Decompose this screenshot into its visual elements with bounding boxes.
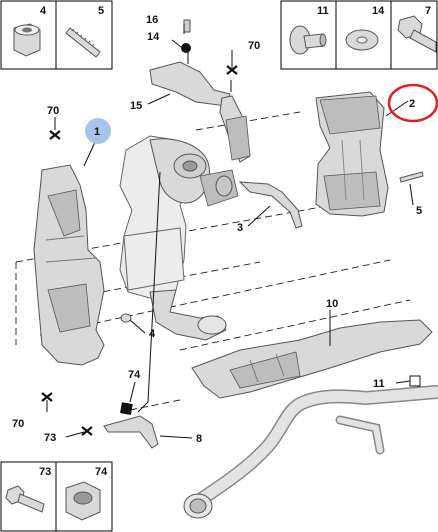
callout-bubble-1 [85,118,111,144]
screw-16-detail [183,19,191,33]
bracket-part-8 [103,415,159,449]
callout-3: 3 [237,222,243,234]
stud-5-detail [399,171,424,183]
highlight-circle-2 [387,83,438,123]
box-label-11: 11 [317,5,329,17]
hardware-box-group-bottom-left: 73 74 [0,461,113,532]
right-heat-shield-part [315,91,389,217]
box-label-4: 4 [40,5,47,17]
callout-70-top: 70 [248,40,260,52]
callout-70-bottom: 70 [12,418,24,430]
lower-heat-shield-part [191,319,433,399]
box-label-73: 73 [39,466,51,478]
callout-15: 15 [130,100,142,112]
hardware-box-group-top-left: 4 5 [0,0,113,70]
left-heat-shield-part [33,164,105,366]
callout-73: 73 [44,432,56,444]
callout-11: 11 [373,378,385,390]
flange-bolt-part-icon [289,25,327,55]
nut-4-detail [120,313,132,323]
box-label-14: 14 [372,5,385,17]
callout-1: 1 [94,126,100,138]
box-label-7: 7 [425,5,431,17]
cross-markers [41,65,238,436]
turbocharger-catalyst-part [119,135,239,341]
callout-74: 74 [128,369,141,381]
callout-5: 5 [416,205,422,217]
bolt-part-icon [5,485,45,513]
box-label-74: 74 [95,466,108,478]
box-label-5: 5 [98,5,104,17]
hex-nut-part-icon [65,481,101,521]
clip-74-detail [120,402,133,415]
washer-part-icon [345,29,379,51]
washer-14-detail [181,43,191,53]
callout-8: 8 [196,433,202,445]
box-11-marker [409,375,421,387]
callout-14: 14 [147,31,160,43]
callout-4: 4 [149,328,156,340]
callout-70-left: 70 [47,105,59,117]
bracket-part-3 [238,181,303,229]
leader-lines [46,24,414,439]
bracket-part-15 [149,61,251,163]
exhaust-pipe-part [183,385,438,519]
callout-10: 10 [326,298,338,310]
stud-part-icon [65,27,101,58]
nut-part-icon [13,23,41,57]
callout-2: 2 [409,98,415,110]
hardware-box-group-top-right: 11 14 7 [280,0,438,70]
callout-16: 16 [146,14,158,26]
screw-part-icon [397,15,437,53]
